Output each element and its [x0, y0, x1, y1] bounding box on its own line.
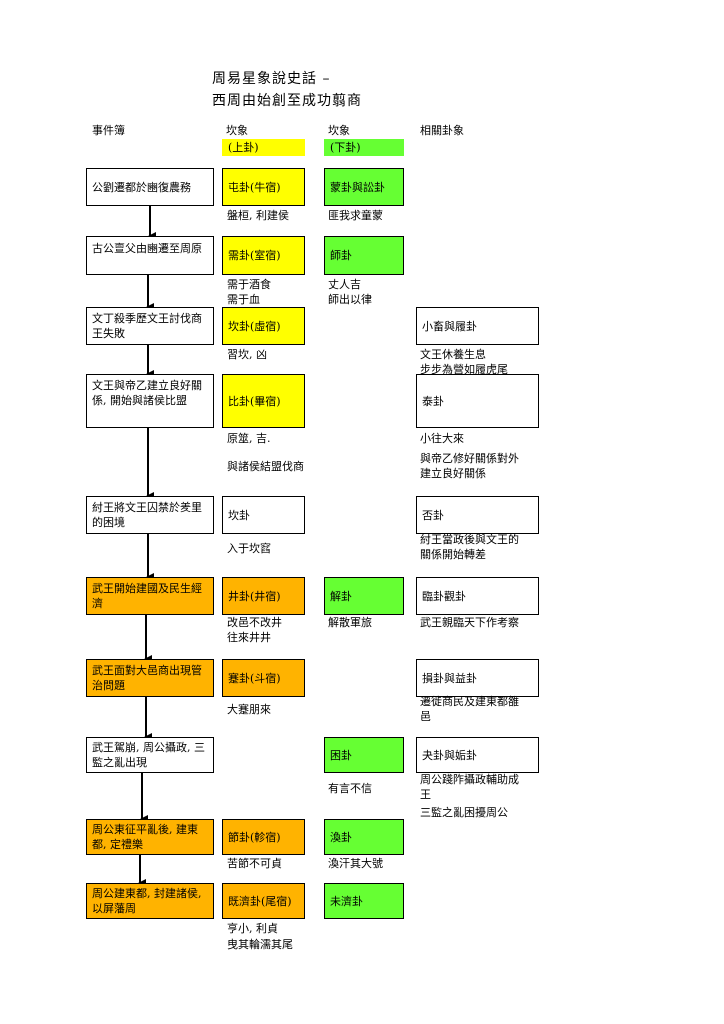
title-line-2: 西周由始創至成功翦商 — [212, 93, 362, 109]
header-upper: 坎象 — [226, 124, 248, 137]
lower-hexagram-10: 未濟卦 — [324, 883, 404, 919]
related-hexagram-4: 泰卦 — [416, 374, 539, 428]
lower-hexagram-1: 蒙卦與訟卦 — [324, 168, 404, 206]
event-box-5: 紂王將文王囚禁於羑里的困境 — [86, 496, 214, 534]
upper-note-2a: 需于酒食 — [227, 278, 271, 291]
upper-hexagram-4: 比卦(畢宿) — [222, 374, 305, 428]
upper-note-10b: 曳其輪濡其尾 — [227, 938, 293, 951]
upper-hexagram-5: 坎卦 — [222, 496, 305, 534]
upper-note-10a: 亨小, 利貞 — [227, 922, 278, 935]
event-box-2: 古公亶父由豳遷至周原 — [86, 236, 214, 275]
upper-hexagram-9: 節卦(軫宿) — [222, 819, 305, 855]
upper-note-6b: 往來井井 — [227, 631, 271, 644]
upper-note-4c: 與諸侯結盟伐商 — [227, 460, 304, 473]
lower-note-8a: 有言不信 — [328, 782, 372, 795]
header-events: 事件簿 — [92, 124, 125, 137]
lower-hexagram-2: 師卦 — [324, 236, 404, 275]
lower-hexagram-6: 解卦 — [324, 577, 404, 615]
upper-note-1a: 盤桓, 利建侯 — [227, 209, 289, 222]
upper-note-4a: 原筮, 吉. — [227, 432, 271, 445]
related-note-4c: 建立良好關係 — [420, 467, 486, 480]
event-box-10: 周公建東都, 封建諸侯, 以屏藩周 — [86, 883, 214, 919]
related-note-8b: 王 — [420, 788, 431, 801]
related-hexagram-5: 否卦 — [416, 496, 539, 534]
lower-note-1a: 匪我求童蒙 — [328, 209, 383, 222]
upper-note-3a: 習坎, 凶 — [227, 348, 267, 361]
event-box-4: 文王與帝乙建立良好關係, 開始與諸侯比盟 — [86, 374, 214, 428]
event-box-7: 武王面對大邑商出現管治問題 — [86, 659, 214, 697]
lower-note-2b: 師出以律 — [328, 293, 372, 306]
event-box-8: 武王駕崩, 周公攝政, 三監之亂出現 — [86, 737, 214, 773]
upper-note-2b: 需于血 — [227, 293, 260, 306]
upper-note-6a: 改邑不改井 — [227, 616, 282, 629]
lower-hexagram-9: 渙卦 — [324, 819, 404, 855]
lower-hexagram-8: 困卦 — [324, 737, 404, 773]
header-lower: 坎象 — [328, 124, 350, 137]
event-box-1: 公劉遷都於豳復農務 — [86, 168, 214, 206]
lower-note-9a: 渙汗其大號 — [328, 857, 383, 870]
upper-note-7a: 大蹇朋來 — [227, 703, 271, 716]
related-note-3b: 步步為營如履虎尾 — [420, 363, 508, 376]
lower-note-2a: 丈人吉 — [328, 278, 361, 291]
related-note-6a: 武王親臨天下作考察 — [420, 616, 519, 629]
related-hexagram-7: 損卦與益卦 — [416, 659, 539, 697]
related-note-7a: 遷徙商民及建東都雒 — [420, 695, 519, 708]
upper-trigram-tag: (上卦) — [222, 139, 305, 156]
lower-trigram-tag: (下卦) — [324, 139, 404, 156]
related-note-4b: 與帝乙修好關係對外 — [420, 452, 519, 465]
title-line-1: 周易星象說史話 – — [212, 71, 331, 87]
upper-hexagram-7: 蹇卦(斗宿) — [222, 659, 305, 697]
related-note-3a: 文王休養生息 — [420, 348, 486, 361]
upper-hexagram-2: 需卦(室宿) — [222, 236, 305, 275]
related-hexagram-3: 小畜與履卦 — [416, 307, 539, 345]
related-note-8c: 三監之亂困擾周公 — [420, 806, 508, 819]
event-box-9: 周公東征平亂後, 建東都, 定禮樂 — [86, 819, 214, 855]
event-box-3: 文丁殺季歷文王討伐商王失敗 — [86, 307, 214, 345]
upper-note-5a: 入于坎窞 — [227, 542, 271, 555]
upper-hexagram-1: 屯卦(牛宿) — [222, 168, 305, 206]
event-box-6: 武王開始建國及民生經濟 — [86, 577, 214, 615]
related-note-4a: 小往大來 — [420, 432, 464, 445]
lower-note-6a: 解散軍旅 — [328, 616, 372, 629]
upper-note-9a: 苦節不可貞 — [227, 857, 282, 870]
related-note-8a: 周公踐阼攝政輔助成 — [420, 773, 519, 786]
upper-hexagram-6: 井卦(井宿) — [222, 577, 305, 615]
related-note-5a: 紂王當政後與文王的 — [420, 533, 519, 546]
related-note-7b: 邑 — [420, 710, 431, 723]
upper-hexagram-10: 既濟卦(尾宿) — [222, 883, 305, 919]
related-hexagram-8: 夬卦與姤卦 — [416, 737, 539, 773]
related-note-5b: 關係開始轉差 — [420, 548, 486, 561]
related-hexagram-6: 臨卦觀卦 — [416, 577, 539, 615]
header-related: 相關卦象 — [420, 124, 464, 137]
upper-hexagram-3: 坎卦(虛宿) — [222, 307, 305, 345]
